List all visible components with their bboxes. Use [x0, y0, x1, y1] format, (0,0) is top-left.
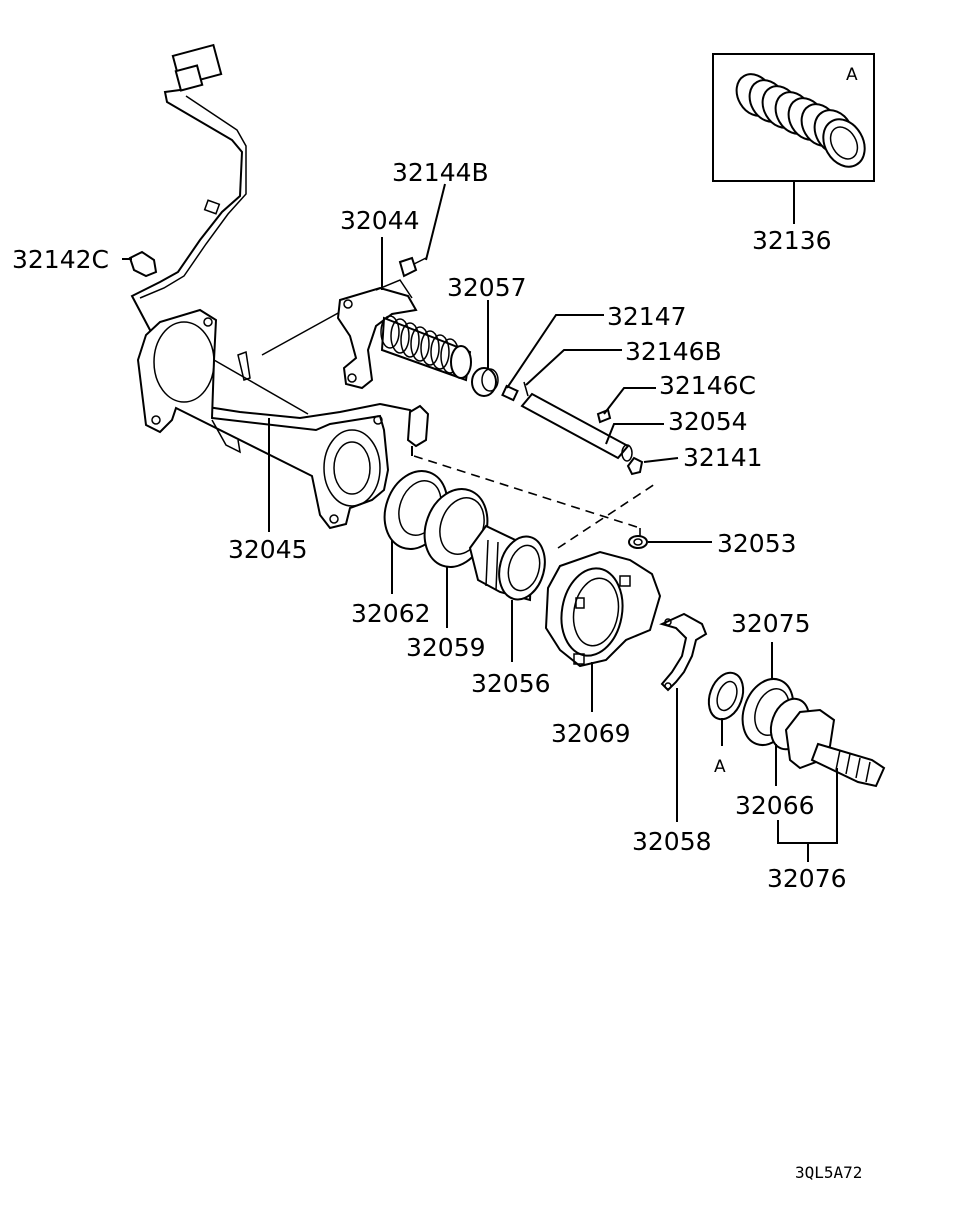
nut-32141: 32141 [626, 443, 763, 476]
output-shaft-32076: 32066 32076 [735, 697, 886, 893]
part-label-32066: 32066 [735, 791, 815, 820]
detail-box-a: A 32136 [712, 53, 875, 255]
part-label-32076: 32076 [767, 864, 847, 893]
part-label-32062: 32062 [351, 599, 431, 628]
part-label-32136: 32136 [752, 226, 832, 255]
washer-32053: 32053 [628, 529, 797, 558]
part-label-32144B: 32144B [392, 158, 489, 187]
extension-housing-32045: 32045 [136, 308, 390, 564]
diagram-code: 3QL5A72 [795, 1163, 862, 1182]
shaft-group: 32147 32146B 32054 32146C [501, 302, 756, 462]
part-label-32056: 32056 [471, 669, 551, 698]
housing-32044: 32044 [336, 206, 420, 390]
bolt-32144B: 32144B [392, 158, 489, 278]
part-label-32057: 32057 [447, 273, 527, 302]
part-label-32142C: 32142C [12, 245, 109, 274]
part-label-32141: 32141 [683, 443, 763, 472]
part-label-32045: 32045 [228, 535, 308, 564]
clutch-plates-illustration [735, 73, 866, 168]
clip-32142C: 32142C [12, 245, 158, 278]
part-label-32053: 32053 [717, 529, 797, 558]
part-label-32075: 32075 [731, 609, 811, 638]
boot-bellows [380, 315, 472, 382]
part-label-32146C: 32146C [659, 371, 756, 400]
detail-box-label: A [846, 65, 858, 85]
part-label-32146B: 32146B [625, 337, 722, 366]
part-label-32069: 32069 [551, 719, 631, 748]
sensor [406, 404, 430, 456]
bushing-32057: 32057 [447, 273, 527, 397]
part-label-32044: 32044 [340, 206, 420, 235]
plates-reference-label: A [714, 757, 726, 777]
plates-reference-a: A [707, 671, 745, 777]
assembly-guides [413, 455, 659, 549]
part-label-32058: 32058 [632, 827, 712, 856]
bearing-32056: 32056 [468, 524, 551, 698]
part-label-32059: 32059 [406, 633, 486, 662]
part-label-32054: 32054 [668, 407, 748, 436]
wire-harness [130, 43, 421, 420]
part-label-32147: 32147 [607, 302, 687, 331]
snap-ring-32058: 32058 [632, 612, 712, 856]
case-32069: 32069 [544, 550, 662, 748]
